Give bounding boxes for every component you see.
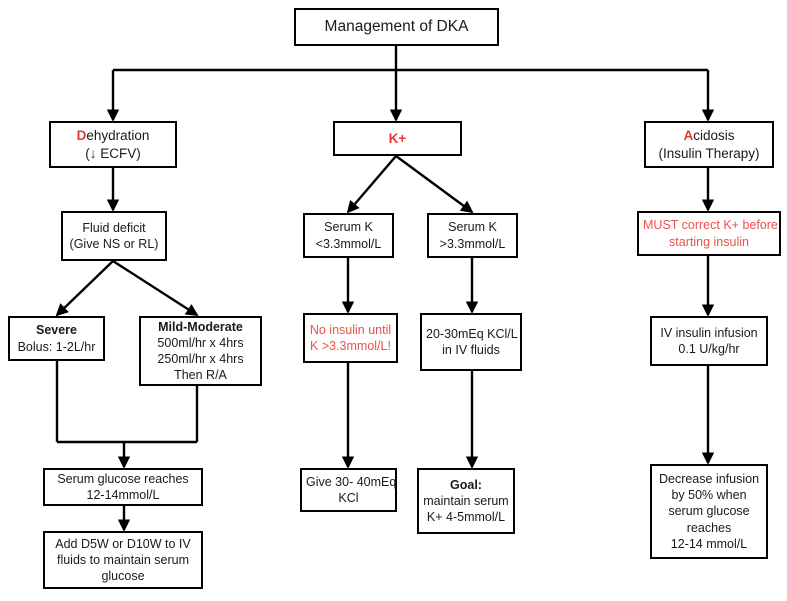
node-goal-k-line3: K+ 4-5mmol/L bbox=[426, 510, 506, 525]
node-mild-moderate-line3: 250ml/hr x 4hrs bbox=[157, 352, 244, 366]
node-no-insulin-warning: No insulin until K >3.3mmol/L! bbox=[303, 313, 398, 363]
node-kcl-in-fluids-line2: in IV fluids bbox=[442, 343, 500, 357]
node-no-insulin-warning-line2: K >3.3mmol/L! bbox=[310, 339, 391, 353]
node-fluid-deficit-line2: (Give NS or RL) bbox=[69, 237, 159, 251]
node-decrease-infusion: Decrease infusion by 50% when serum gluc… bbox=[650, 464, 768, 559]
node-acidosis-subtitle: (Insulin Therapy) bbox=[658, 145, 760, 161]
accent-letter-a: A bbox=[683, 127, 694, 143]
node-fluid-deficit-line1: Fluid deficit bbox=[82, 220, 146, 235]
node-fluid-deficit: Fluid deficit (Give NS or RL) bbox=[61, 211, 167, 261]
node-serum-k-low-line2: <3.3mmol/L bbox=[315, 236, 382, 251]
node-mild-moderate-line4: Then R/A bbox=[174, 368, 227, 383]
wire-fluid-to-mild-moderate bbox=[112, 259, 199, 317]
node-decrease-infusion-line2: by 50% when bbox=[671, 488, 747, 503]
node-severe-heading: Severe bbox=[35, 323, 77, 338]
node-potassium: K+ bbox=[333, 121, 462, 156]
node-iv-insulin-infusion-line2: 0.1 U/kg/hr bbox=[678, 342, 740, 356]
node-title: Management of DKA bbox=[294, 8, 499, 46]
node-acidosis-title: Acidosis bbox=[650, 127, 768, 145]
node-iv-insulin-infusion: IV insulin infusion 0.1 U/kg/hr bbox=[650, 316, 768, 366]
wire-fluid-to-severe bbox=[55, 260, 114, 317]
node-dehydration-title-rest: ehydration bbox=[86, 127, 150, 143]
node-decrease-infusion-line4: reaches bbox=[686, 520, 732, 535]
node-goal-k-line2: maintain serum bbox=[423, 493, 509, 508]
node-acidosis-title-rest: cidosis bbox=[693, 127, 735, 143]
node-no-insulin-warning-line1: No insulin until bbox=[309, 322, 392, 337]
node-iv-insulin-infusion-line1: IV insulin infusion bbox=[660, 325, 758, 340]
node-decrease-infusion-line5: 12-14 mmol/L bbox=[670, 536, 748, 551]
node-serum-k-high: Serum K >3.3mmol/L bbox=[427, 213, 518, 258]
node-must-correct-k-line1: MUST correct K+ before bbox=[643, 218, 778, 233]
node-potassium-label: K+ bbox=[388, 130, 407, 146]
node-decrease-infusion-line3: serum glucose bbox=[668, 504, 750, 519]
node-must-correct-k: MUST correct K+ before starting insulin bbox=[637, 211, 781, 256]
node-serum-glucose-reaches: Serum glucose reaches 12-14mmol/L bbox=[43, 468, 203, 506]
node-add-dextrose-text: Add D5W or D10W to IV fluids to maintain… bbox=[55, 536, 191, 584]
node-goal-k-heading: Goal: bbox=[450, 477, 482, 492]
node-must-correct-k-line2: starting insulin bbox=[669, 234, 749, 249]
node-serum-k-high-line2: >3.3mmol/L bbox=[439, 236, 506, 251]
node-kcl-in-fluids: 20-30mEq KCl/L in IV fluids bbox=[420, 313, 522, 371]
node-goal-k: Goal: maintain serum K+ 4-5mmol/L bbox=[417, 468, 515, 534]
node-kcl-in-fluids-line1: 20-30mEq KCl/L bbox=[426, 326, 518, 341]
node-add-dextrose: Add D5W or D10W to IV fluids to maintain… bbox=[43, 531, 203, 589]
node-mild-moderate-line2: 500ml/hr x 4hrs bbox=[157, 335, 244, 350]
node-serum-k-low-line1: Serum K bbox=[324, 220, 373, 235]
node-give-kcl: Give 30- 40mEq KCl bbox=[300, 468, 397, 512]
node-mild-moderate: Mild-Moderate 500ml/hr x 4hrs 250ml/hr x… bbox=[139, 316, 262, 386]
wire-k-to-serum-k-low bbox=[346, 155, 397, 214]
node-serum-k-high-line1: Serum K bbox=[448, 220, 497, 235]
node-acidosis: Acidosis (Insulin Therapy) bbox=[644, 121, 774, 168]
node-severe-line2: Bolus: 1-2L/hr bbox=[17, 339, 96, 354]
wire-k-to-serum-k-high bbox=[395, 155, 474, 214]
node-decrease-infusion-line1: Decrease infusion bbox=[658, 471, 760, 486]
node-dehydration-title: Dehydration bbox=[55, 127, 171, 145]
accent-letter-d: D bbox=[76, 127, 87, 143]
node-title-text: Management of DKA bbox=[324, 17, 469, 35]
node-mild-moderate-heading: Mild-Moderate bbox=[158, 319, 243, 334]
node-dehydration: Dehydration (↓ ECFV) bbox=[49, 121, 177, 168]
node-serum-k-low: Serum K <3.3mmol/L bbox=[303, 213, 394, 258]
node-give-kcl-line1: Give 30- 40mEq bbox=[306, 474, 397, 489]
node-serum-glucose-reaches-text: Serum glucose reaches 12-14mmol/L bbox=[57, 471, 189, 502]
node-severe: Severe Bolus: 1-2L/hr bbox=[8, 316, 105, 361]
node-give-kcl-line2: KCl bbox=[338, 491, 359, 505]
node-dehydration-subtitle: (↓ ECFV) bbox=[85, 145, 141, 161]
